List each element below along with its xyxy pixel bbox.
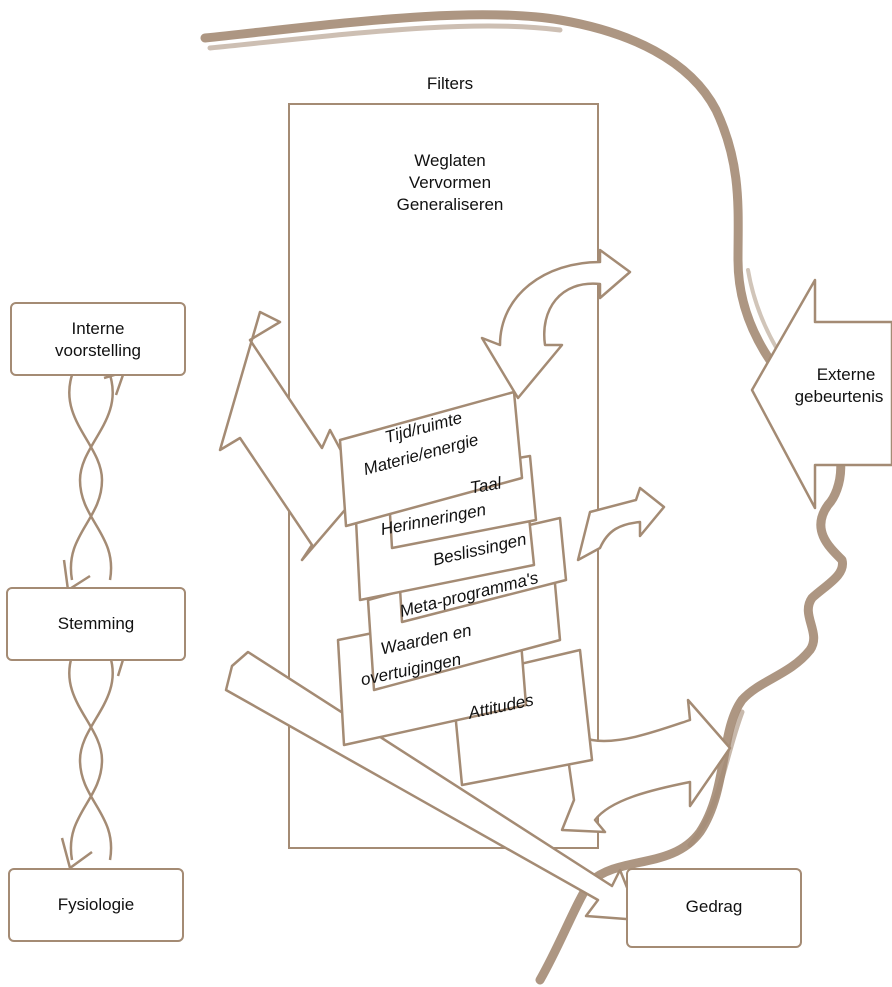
node-gedrag: Gedrag <box>626 868 802 948</box>
node-fysiologie-label: Fysiologie <box>10 894 182 915</box>
node-interne-voorstelling-line1: Interne <box>12 318 184 339</box>
filter-process-generaliseren: Generaliseren <box>350 194 550 215</box>
twist-connector-bottom <box>62 650 126 868</box>
node-stemming: Stemming <box>6 587 186 661</box>
node-interne-voorstelling: Interne voorstelling <box>10 302 186 376</box>
filter-process-vervormen: Vervormen <box>360 172 540 193</box>
twist-connector-top <box>64 372 124 590</box>
node-stemming-label: Stemming <box>8 613 184 634</box>
node-gedrag-label: Gedrag <box>628 896 800 917</box>
diagram-title: Filters <box>390 73 510 94</box>
filter-process-weglaten: Weglaten <box>360 150 540 171</box>
curved-arrow-top-icon <box>482 250 630 398</box>
externe-gebeurtenis-line2: gebeurtenis <box>786 386 892 407</box>
node-fysiologie: Fysiologie <box>8 868 184 942</box>
small-arrow-icon <box>578 488 664 560</box>
arrow-to-interne-voorstelling-icon <box>220 312 362 560</box>
node-interne-voorstelling-line2: voorstelling <box>12 340 184 361</box>
externe-gebeurtenis-line1: Externe <box>800 364 892 385</box>
